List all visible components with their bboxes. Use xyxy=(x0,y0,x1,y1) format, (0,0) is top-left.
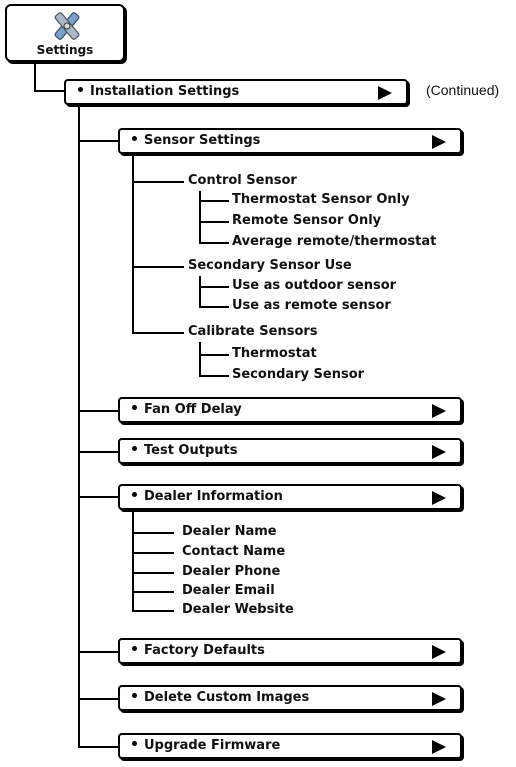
bullet xyxy=(132,405,137,410)
connector xyxy=(199,276,201,308)
bullet xyxy=(132,646,137,651)
connector xyxy=(34,90,64,92)
connector xyxy=(78,651,118,653)
upgrade-firmware-label: Upgrade Firmware xyxy=(144,738,281,753)
test-outputs-label: Test Outputs xyxy=(144,443,238,458)
settings-label: Settings xyxy=(36,43,94,57)
calibrate-option: Secondary Sensor xyxy=(232,367,365,382)
settings-root-node[interactable]: Settings xyxy=(5,4,125,62)
arrow-right-icon xyxy=(432,692,446,706)
dealer-item: Dealer Email xyxy=(182,583,275,598)
control-option: Remote Sensor Only xyxy=(232,213,382,228)
upgrade-firmware-node[interactable]: Upgrade Firmware xyxy=(118,733,462,759)
connector xyxy=(199,354,229,356)
delete-custom-images-label: Delete Custom Images xyxy=(144,690,310,705)
control-sensor-label: Control Sensor xyxy=(188,173,297,188)
connector xyxy=(78,496,118,498)
connector xyxy=(199,200,229,202)
bullet xyxy=(132,136,137,141)
connector xyxy=(132,181,184,183)
arrow-right-icon xyxy=(432,491,446,505)
connector xyxy=(132,552,174,554)
arrow-right-icon xyxy=(432,445,446,459)
connector xyxy=(132,572,174,574)
arrow-right-icon xyxy=(432,404,446,418)
arrow-right-icon xyxy=(432,645,446,659)
bullet xyxy=(78,87,83,92)
dealer-item: Dealer Website xyxy=(182,602,294,617)
connector xyxy=(199,221,229,223)
dealer-item: Dealer Name xyxy=(182,524,277,539)
factory-defaults-node[interactable]: Factory Defaults xyxy=(118,638,462,664)
delete-custom-images-node[interactable]: Delete Custom Images xyxy=(118,685,462,711)
connector xyxy=(199,306,229,308)
connector xyxy=(132,532,174,534)
dealer-item: Contact Name xyxy=(182,544,286,559)
secondary-option: Use as outdoor sensor xyxy=(232,278,397,293)
connector xyxy=(78,746,118,748)
connector xyxy=(199,375,229,377)
connector xyxy=(132,332,184,334)
arrow-right-icon xyxy=(432,135,446,149)
bullet xyxy=(132,492,137,497)
sensor-settings-node[interactable]: Sensor Settings xyxy=(118,128,462,154)
dealer-information-label: Dealer Information xyxy=(144,489,283,504)
control-option: Thermostat Sensor Only xyxy=(232,192,410,207)
connector xyxy=(199,342,201,377)
arrow-right-icon xyxy=(378,86,392,100)
dealer-information-node[interactable]: Dealer Information xyxy=(118,484,462,510)
fan-off-delay-node[interactable]: Fan Off Delay xyxy=(118,397,462,423)
connector xyxy=(78,140,118,142)
connector xyxy=(78,410,118,412)
connector xyxy=(78,451,118,453)
sensor-settings-label: Sensor Settings xyxy=(144,133,261,148)
connector xyxy=(199,242,229,244)
tools-icon xyxy=(54,12,80,40)
connector xyxy=(132,511,134,612)
installation-settings-label: Installation Settings xyxy=(90,84,240,99)
bullet xyxy=(132,693,137,698)
installation-settings-node[interactable]: Installation Settings xyxy=(64,79,408,105)
bullet xyxy=(132,741,137,746)
test-outputs-node[interactable]: Test Outputs xyxy=(118,438,462,464)
connector xyxy=(132,155,134,333)
dealer-item: Dealer Phone xyxy=(182,564,281,579)
continued-note: (Continued) xyxy=(426,82,500,98)
arrow-right-icon xyxy=(432,740,446,754)
connector xyxy=(78,106,80,747)
calibrate-option: Thermostat xyxy=(232,346,317,361)
secondary-option: Use as remote sensor xyxy=(232,298,391,313)
secondary-sensor-label: Secondary Sensor Use xyxy=(188,258,352,273)
connector xyxy=(34,62,36,92)
connector xyxy=(199,286,229,288)
connector xyxy=(132,591,174,593)
bullet xyxy=(132,446,137,451)
factory-defaults-label: Factory Defaults xyxy=(144,643,265,658)
fan-off-delay-label: Fan Off Delay xyxy=(144,402,242,417)
connector xyxy=(132,266,184,268)
connector xyxy=(78,698,118,700)
control-option: Average remote/thermostat xyxy=(232,234,437,249)
connector xyxy=(199,191,201,244)
calibrate-sensors-label: Calibrate Sensors xyxy=(188,324,318,339)
connector xyxy=(132,610,174,612)
